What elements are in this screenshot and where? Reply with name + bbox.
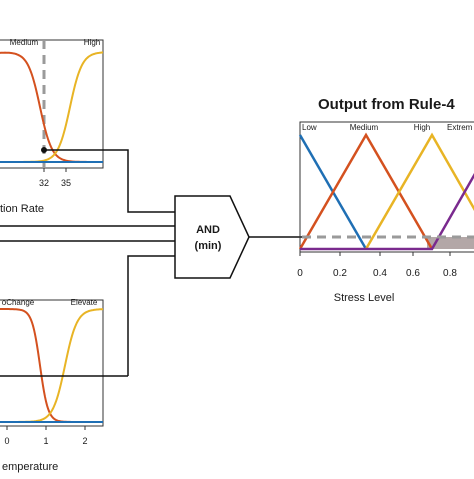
temperature-tick-label: 0: [4, 436, 9, 446]
output-tick-label: 0.2: [333, 268, 347, 279]
output-panel: Output from Rule-4 Low Medium High Extre…: [297, 96, 474, 304]
respiration-tick-label: 32: [39, 178, 49, 188]
temperature-axis-label: emperature: [2, 461, 58, 473]
wire-respiration: [44, 149, 175, 213]
temperature-nochange-curve: [0, 308, 103, 423]
respiration-frame: [0, 39, 104, 169]
output-medium-label: Medium: [350, 123, 379, 132]
wire-temperature: [127, 255, 175, 376]
output-tick-label: 0.4: [373, 268, 387, 279]
output-tick-label: 0.6: [406, 268, 420, 279]
temperature-nochange-label: oChange: [2, 298, 35, 307]
temperature-elevate-label: Elevate: [71, 298, 98, 307]
respiration-panel: Medium High 32 35 tion Rate: [0, 38, 104, 215]
temperature-tick-label: 2: [82, 436, 87, 446]
output-axis-label: Stress Level: [334, 292, 395, 304]
output-high-label: High: [414, 123, 430, 132]
and-gate-shape: [174, 195, 250, 279]
output-extreme-curve: [300, 172, 474, 251]
respiration-axis-label: tion Rate: [0, 203, 44, 215]
temperature-frame: [0, 299, 104, 427]
connector-wires: [0, 149, 302, 377]
temperature-panel: oChange Elevate 0 1 2 emperature: [0, 298, 104, 473]
respiration-high-label: High: [84, 38, 100, 47]
respiration-medium-label: Medium: [10, 38, 39, 47]
output-frame: [299, 121, 474, 253]
and-gate-sublabel: (min): [195, 240, 222, 252]
output-clipped-area: [427, 237, 474, 249]
temperature-elevate-curve: [0, 308, 103, 423]
temperature-tick-label: 1: [43, 436, 48, 446]
respiration-medium-curve: [0, 51, 103, 163]
output-low-label: Low: [302, 123, 317, 132]
output-title: Output from Rule-4: [318, 96, 455, 113]
output-medium-curve: [298, 132, 434, 250]
and-gate: AND (min): [174, 195, 250, 279]
output-tick-label: 0: [297, 268, 303, 279]
respiration-tick-label: 35: [61, 178, 71, 188]
output-extreme-label: Extrem: [447, 123, 473, 132]
output-high-curve: [364, 132, 474, 250]
and-gate-label: AND: [196, 224, 220, 236]
output-tick-label: 0.8: [443, 268, 457, 279]
